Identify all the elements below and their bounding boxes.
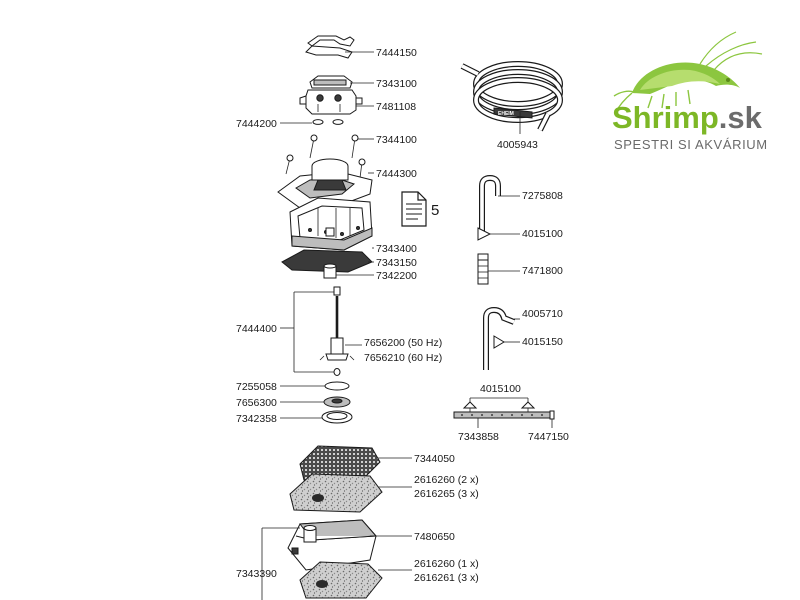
label-7481108: 7481108	[376, 101, 416, 113]
label-7343858: 7343858	[458, 431, 499, 443]
part-bottom-foam-pad	[299, 561, 383, 599]
part-pipe-clip	[493, 335, 505, 349]
part-spray-bar	[453, 411, 551, 419]
label-2616261-3x: 2616261 (3 x)	[414, 572, 479, 584]
brand-tagline: SPESTRI SI AKVÁRIUM	[614, 137, 768, 152]
label-7344050: 7344050	[414, 453, 455, 465]
shrimp-logo-icon	[613, 31, 763, 113]
label-2616265-3x: 2616265 (3 x)	[414, 488, 479, 500]
label-7255058: 7255058	[236, 381, 277, 393]
label-7656200: 7656200 (50 Hz)	[364, 337, 442, 349]
label-7444200: 7444200	[236, 118, 277, 130]
part-motor-block	[299, 89, 363, 115]
label-7444150: 7444150	[376, 47, 417, 59]
part-end-cap	[549, 410, 555, 420]
hose-brand-text: EHEIM	[498, 111, 514, 117]
label-7480650: 7480650	[414, 531, 455, 543]
label-4005943: 4005943	[497, 139, 538, 151]
label-4015150: 4015150	[522, 336, 563, 348]
part-suction-cup-upper	[477, 227, 492, 241]
svg-text:Shrimp.sk: Shrimp.sk	[612, 100, 763, 135]
part-pump-head	[309, 75, 353, 89]
part-impeller-assembly	[293, 286, 355, 376]
shrimp-logo: Shrimp.sk SPESTRI SI AKVÁRIUM	[612, 31, 768, 152]
label-7656210: 7656210 (60 Hz)	[364, 352, 442, 364]
label-4015100-a: 4015100	[522, 228, 563, 240]
part-o-ring	[324, 381, 350, 391]
label-2616260-2x: 2616260 (2 x)	[414, 474, 479, 486]
part-pump-housing	[277, 158, 373, 209]
label-7444400: 7444400	[236, 323, 277, 335]
part-screws	[285, 134, 366, 179]
label-7447150: 7447150	[528, 431, 569, 443]
part-seal-ring	[321, 410, 353, 424]
part-outlet-pipe	[483, 306, 516, 370]
document-icon	[401, 191, 427, 227]
label-7343400: 7343400	[376, 243, 417, 255]
label-4015100-b: 4015100	[480, 383, 521, 395]
part-intake-strainer	[477, 253, 489, 285]
doc-ref-number: 5	[431, 202, 439, 219]
part-intake-pipe	[479, 174, 501, 234]
label-7344100: 7344100	[376, 134, 417, 146]
part-impeller-cover	[323, 396, 351, 408]
label-7343100: 7343100	[376, 78, 417, 90]
part-spray-bar-suction-cups	[462, 397, 536, 412]
part-fine-filter-pad	[299, 445, 381, 483]
part-small-gaskets	[312, 119, 344, 125]
part-nozzle	[323, 263, 337, 279]
label-4005710: 4005710	[522, 308, 563, 320]
label-7342200: 7342200	[376, 270, 417, 282]
label-7275808: 7275808	[522, 190, 563, 202]
label-7444300: 7444300	[376, 168, 417, 180]
brand-tld: .sk	[719, 100, 763, 135]
label-7342358: 7342358	[236, 413, 277, 425]
part-coarse-foam-pad	[289, 473, 383, 513]
label-2616260-1x: 2616260 (1 x)	[414, 558, 479, 570]
brand-name: Shrimp	[612, 100, 719, 135]
label-7656300: 7656300	[236, 397, 277, 409]
part-coiled-hose: EHEIM	[460, 61, 563, 132]
label-7471800: 7471800	[522, 265, 563, 277]
label-7343150: 7343150	[376, 257, 417, 269]
label-7343390: 7343390	[236, 568, 277, 580]
part-canister-head	[289, 197, 373, 251]
part-clip	[305, 35, 355, 59]
part-media-basket	[287, 519, 378, 571]
